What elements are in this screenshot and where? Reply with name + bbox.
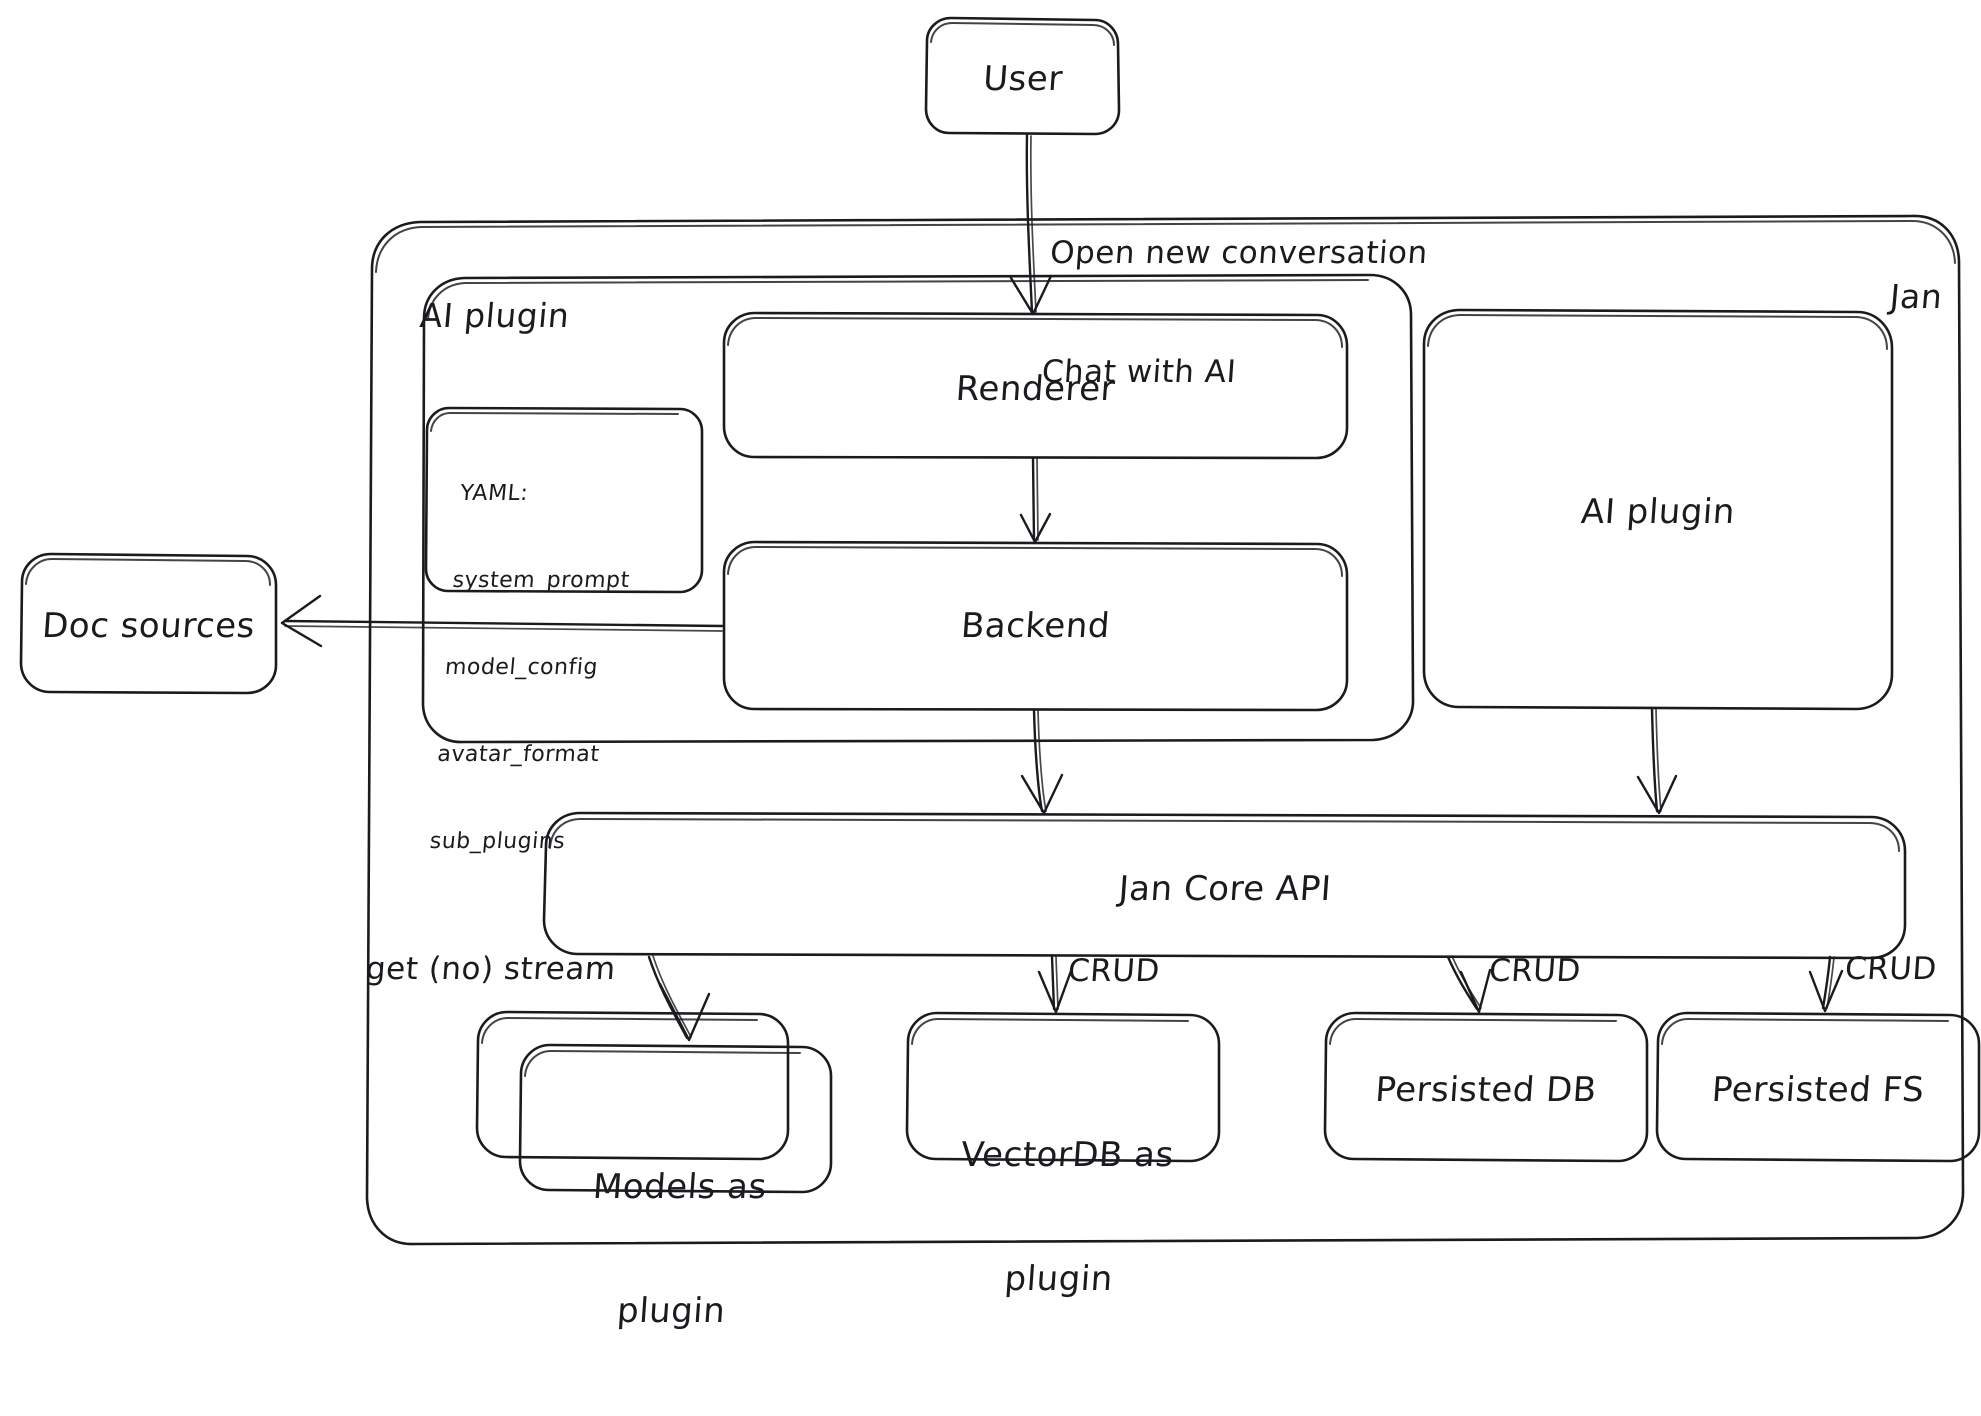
node-label-vectordb-as-plugin: VectorDB as plugin (895, 1052, 1230, 1384)
node-vectordb-as-plugin-outline (905, 1011, 1221, 1163)
node-persisted-db-outline (1323, 1011, 1649, 1163)
edge-label-crud-persisted-fs: CRUD (1843, 951, 1939, 987)
node-models-as-plugin-back-outline (475, 1010, 790, 1161)
node-ai-plugin-outline (1422, 308, 1894, 711)
diagram-canvas (19, 16, 1981, 1246)
edge-label-user-to-renderer-line2: Chat with AI (1040, 354, 1238, 391)
architecture-diagram: Jan AI plugin User Renderer Backend AI p… (19, 16, 1981, 1332)
yaml-note-item: avatar_format (436, 742, 601, 768)
node-label-models-as-plugin-line1: Models as (591, 1166, 769, 1207)
yaml-note-item: model_config (443, 655, 599, 681)
edge-label-crud-persisted-db: CRUD (1487, 953, 1583, 989)
node-label-persisted-db: Persisted DB (1374, 1070, 1599, 1110)
edge-ai-plugin-to-jan-core-api (1636, 707, 1678, 815)
edge-label-crud-vectordb: CRUD (1066, 953, 1162, 989)
container-ai-plugin-group-outline (421, 273, 1415, 744)
node-label-vectordb-as-plugin-line1: VectorDB as (959, 1134, 1176, 1175)
node-backend-outline (722, 540, 1349, 712)
node-label-vectordb-as-plugin-line2: plugin (1003, 1259, 1115, 1300)
node-label-models-as-plugin-line2: plugin (615, 1291, 727, 1332)
edge-jan-core-api-to-persisted-fs (1808, 955, 1844, 1013)
edge-renderer-to-backend (1019, 456, 1052, 544)
edge-user-to-renderer (1009, 132, 1053, 316)
edge-label-user-to-renderer-line1: Open new conversation (1048, 235, 1429, 272)
node-label-backend: Backend (959, 606, 1112, 646)
node-label-ai-plugin: AI plugin (1579, 492, 1737, 532)
node-jan-core-api-outline (542, 811, 1907, 960)
container-jan-outline (365, 214, 1965, 1246)
node-label-jan-core-api: Jan Core API (1117, 869, 1333, 909)
yaml-note-item: sub_plugins (428, 829, 567, 855)
edge-jan-core-api-to-persisted-db (1446, 955, 1492, 1014)
node-label-doc-sources: Doc sources (40, 606, 257, 646)
node-label-persisted-fs: Persisted FS (1710, 1070, 1926, 1110)
edge-backend-to-doc-sources (280, 594, 724, 648)
node-label-models-as-plugin: Models as plugin (508, 1084, 842, 1416)
node-yaml-note-outline (424, 406, 704, 594)
yaml-note-item: system_prompt (451, 568, 631, 594)
edge-label-get-no-stream: get (no) stream (364, 951, 617, 987)
node-models-as-plugin-front-outline (518, 1043, 833, 1194)
container-label-ai-plugin-group: AI plugin (418, 296, 572, 335)
edge-jan-core-api-to-vectordb-as-plugin (1037, 955, 1073, 1014)
node-persisted-fs-outline (1655, 1011, 1981, 1163)
container-label-jan: Jan (1888, 277, 1945, 316)
node-user-outline (924, 16, 1121, 136)
edge-backend-to-jan-core-api (1020, 708, 1064, 815)
yaml-note-header: YAML: (459, 481, 530, 507)
edge-jan-core-api-to-models-as-plugin (647, 955, 711, 1042)
node-doc-sources-outline (19, 552, 278, 695)
node-renderer-outline (722, 311, 1349, 460)
node-label-user: User (981, 59, 1065, 99)
edge-label-user-to-renderer: Open new conversation Chat with AI (1035, 155, 1435, 472)
